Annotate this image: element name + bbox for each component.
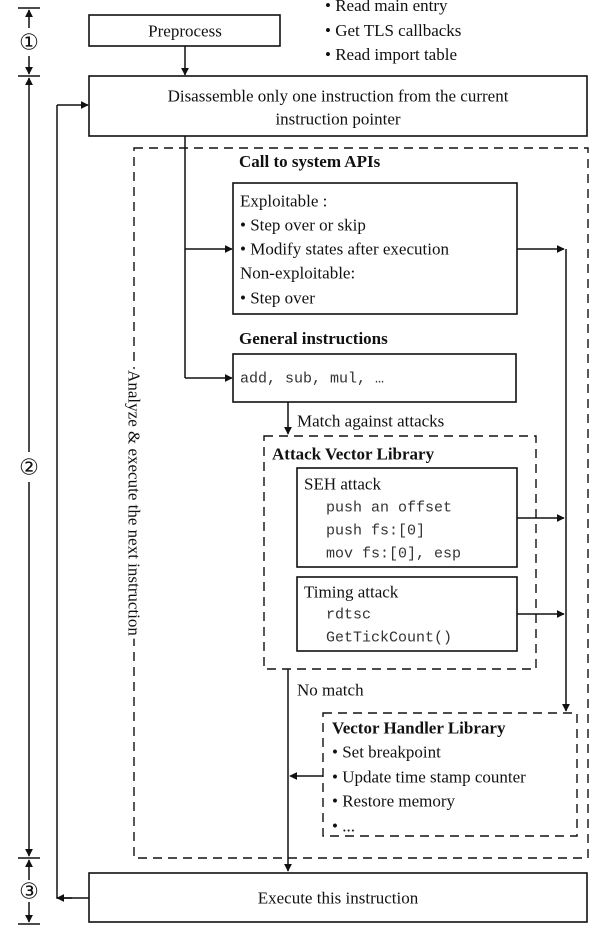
loop-label: Analyze & execute the next instruction [125, 370, 144, 636]
handler-item-2: • Update time stamp counter [332, 768, 526, 787]
no-match-label: No match [297, 681, 364, 700]
disassemble-box [88, 75, 588, 137]
preprocess-label: Preprocess [148, 22, 222, 41]
analysis-region [133, 147, 589, 859]
timing-attack-title: Timing attack [304, 583, 399, 602]
handler-library-title: Vector Handler Library [332, 719, 506, 738]
preprocess-note-1: • Read main entry [325, 0, 448, 15]
syscall-line-3: • Modify states after execution [240, 240, 449, 259]
disassemble-text-line1: Disassemble only one instruction from th… [168, 87, 509, 106]
general-title: General instructions [239, 329, 388, 348]
timing-code-line-1: rdtsc [326, 607, 371, 624]
seh-attack-title: SEH attack [304, 475, 381, 494]
stage-3-marker: ③ [19, 879, 39, 904]
loop-back-line [56, 105, 89, 899]
timing-attack-box [296, 576, 518, 652]
preprocess-box [88, 14, 281, 47]
syscall-line-2: • Step over or skip [240, 216, 366, 235]
preprocess-note-3: • Read import table [325, 45, 457, 64]
attack-library-region [263, 435, 537, 670]
handler-item-4: • ... [332, 817, 355, 836]
seh-code-line-2: push fs:[0] [326, 523, 425, 540]
general-text: add, sub, mul, … [240, 371, 384, 388]
timing-code-line-2: GetTickCount() [326, 630, 452, 647]
handler-item-3: • Restore memory [332, 792, 456, 811]
syscall-box [232, 182, 518, 315]
stage-2-marker: ② [19, 455, 39, 480]
syscall-line-5: • Step over [240, 289, 315, 308]
general-box [232, 353, 517, 403]
seh-attack-box [296, 467, 518, 568]
handler-library-region [322, 712, 578, 837]
seh-code-line-3: mov fs:[0], esp [326, 546, 461, 563]
syscall-title: Call to system APIs [239, 152, 381, 171]
disassemble-text-line2: instruction pointer [275, 110, 400, 129]
seh-code-line-1: push an offset [326, 500, 452, 517]
attack-library-title: Attack Vector Library [272, 445, 435, 464]
execute-box [88, 872, 588, 923]
syscall-line-1: Exploitable : [240, 192, 327, 211]
stage-rail: ① ② ③ [18, 7, 40, 925]
execute-label: Execute this instruction [258, 889, 419, 908]
preprocess-note-2: • Get TLS callbacks [325, 21, 461, 40]
match-label: Match against attacks [297, 412, 444, 431]
stage-1-marker: ① [19, 30, 39, 55]
handler-item-1: • Set breakpoint [332, 743, 441, 762]
syscall-line-4: Non-exploitable: [240, 264, 355, 283]
